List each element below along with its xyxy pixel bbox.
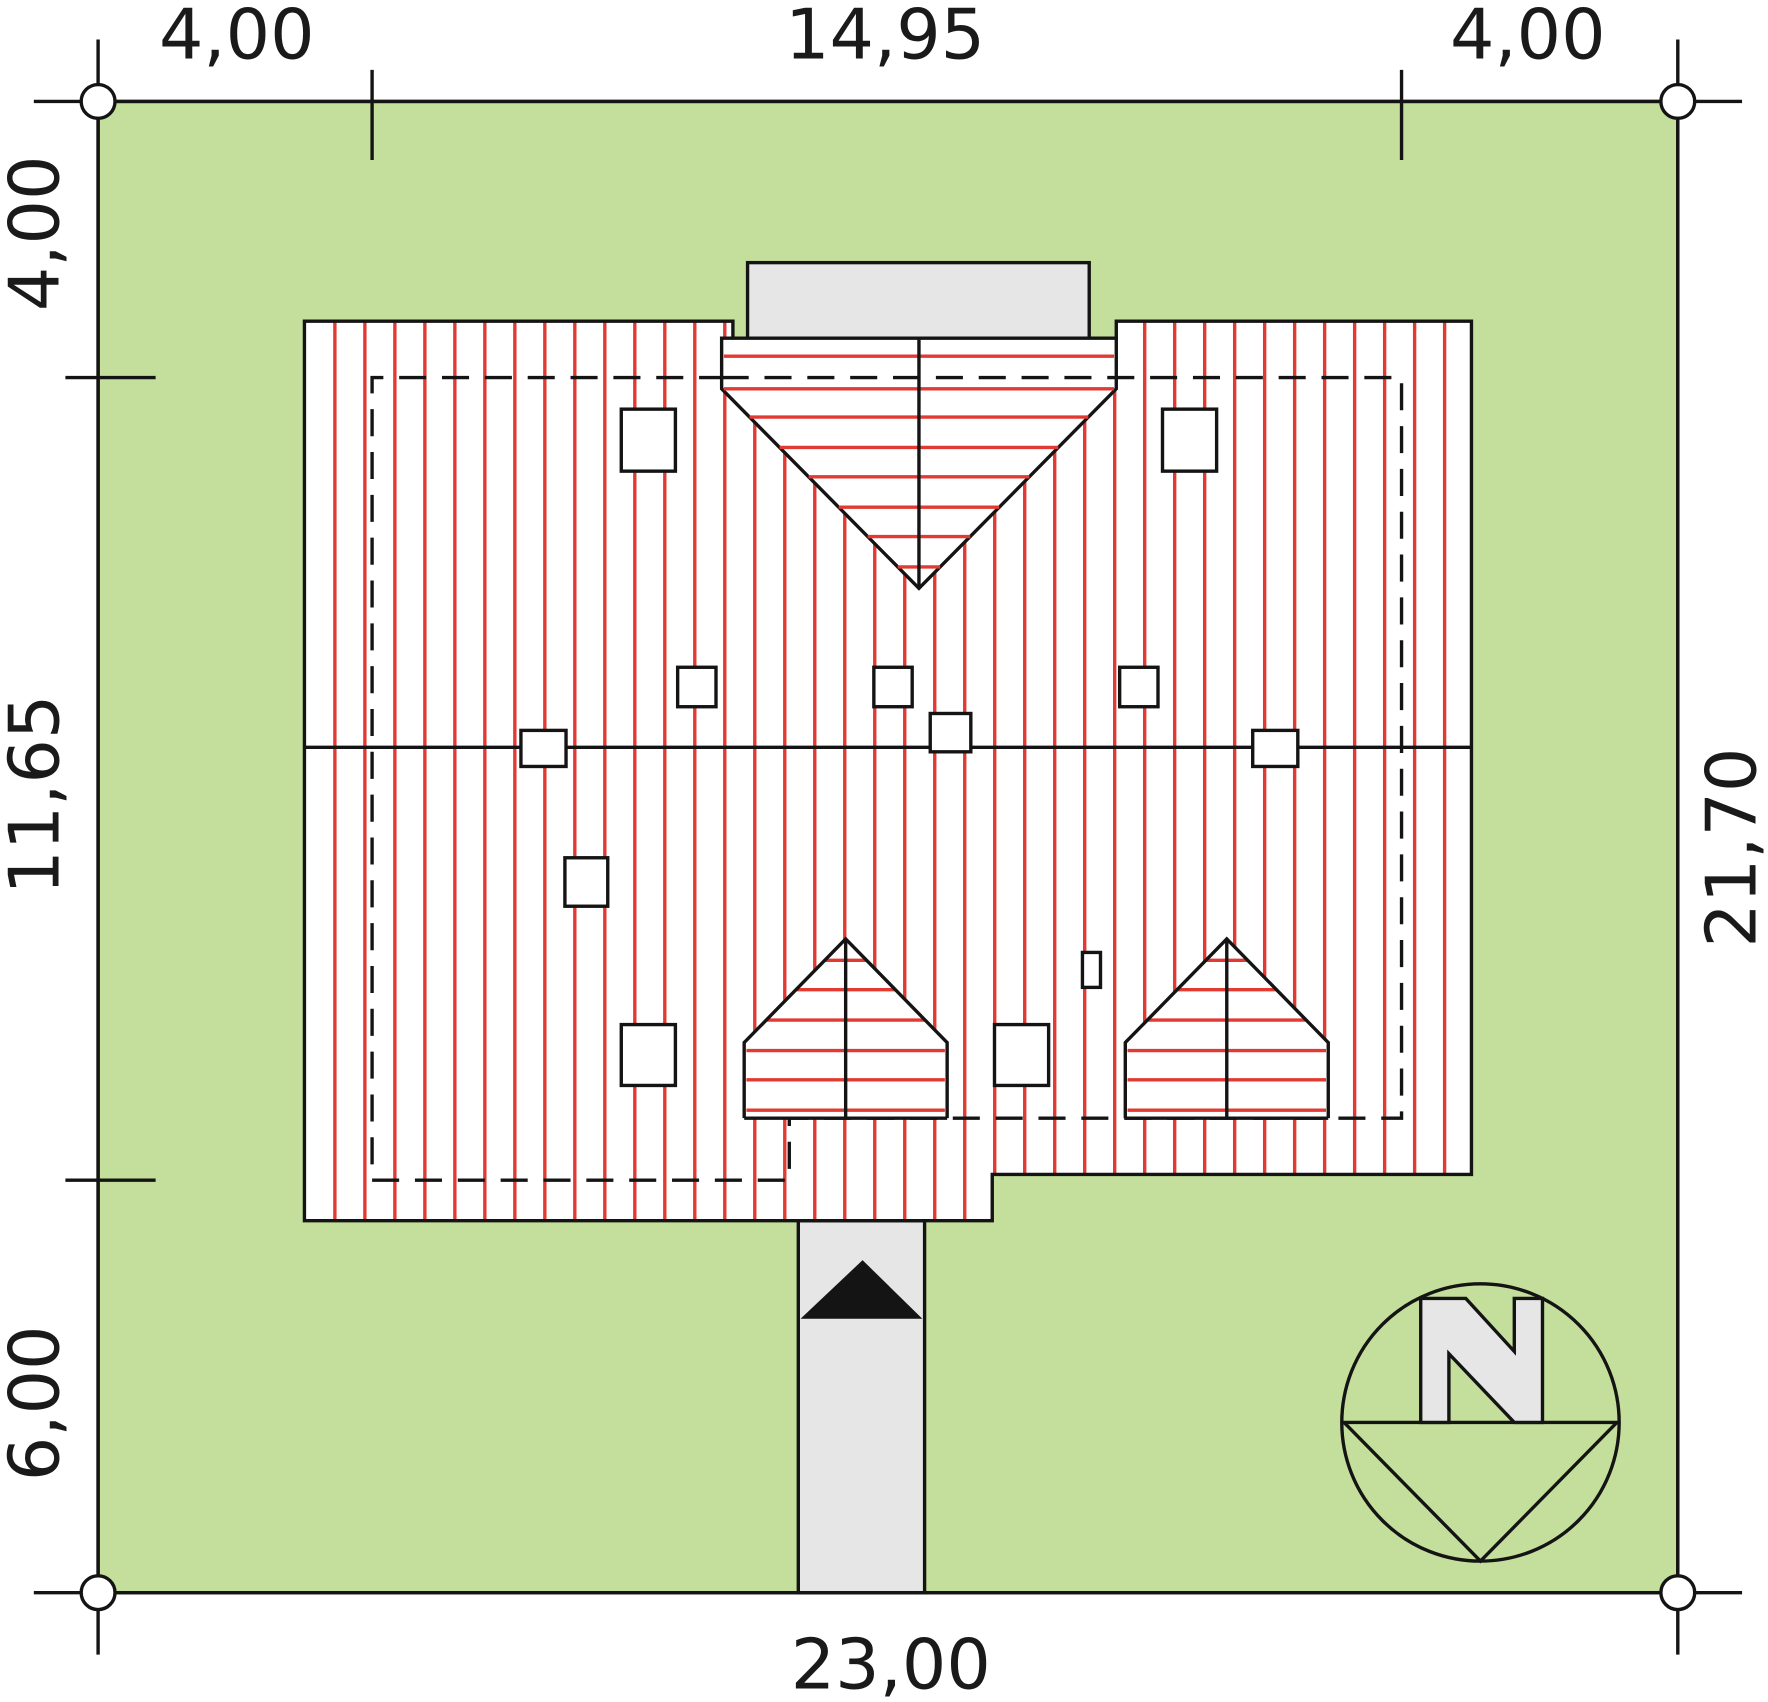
- dimension-left-top: 4,00: [0, 156, 76, 312]
- roof-window: [619, 1022, 678, 1088]
- dimension-right: 21,70: [1692, 748, 1768, 948]
- dormer: [742, 936, 949, 1120]
- dimension-left-bottom: 6,00: [0, 1326, 76, 1482]
- dimension-left-middle: 11,65: [0, 695, 76, 895]
- entrance-arrow-icon: [800, 1260, 923, 1319]
- roof-window: [928, 711, 973, 754]
- front-gable: [719, 336, 1118, 591]
- north-arrow-icon: N: [1340, 1282, 1621, 1564]
- wall-outline-dashed: [370, 375, 1404, 1182]
- dormer: [1123, 936, 1330, 1120]
- roof-window: [1251, 728, 1300, 769]
- roof-window: [563, 856, 610, 908]
- roof-window: [519, 728, 568, 769]
- dimension-lines: [33, 39, 1743, 1655]
- roof-window: [992, 1022, 1051, 1088]
- dimension-top-left: 4,00: [159, 0, 315, 76]
- house-roof: [302, 319, 1474, 1223]
- dimension-bottom: 23,00: [791, 1624, 991, 1702]
- roof-window: [1080, 950, 1103, 990]
- roof-window: [675, 665, 718, 709]
- roof-window: [1117, 665, 1160, 709]
- roof-window: [619, 407, 678, 473]
- dimension-top-right: 4,00: [1450, 0, 1606, 76]
- roof-window: [1160, 407, 1219, 473]
- dimension-top-middle: 14,95: [785, 0, 985, 76]
- terrace: [745, 260, 1091, 344]
- roof-window: [872, 665, 914, 709]
